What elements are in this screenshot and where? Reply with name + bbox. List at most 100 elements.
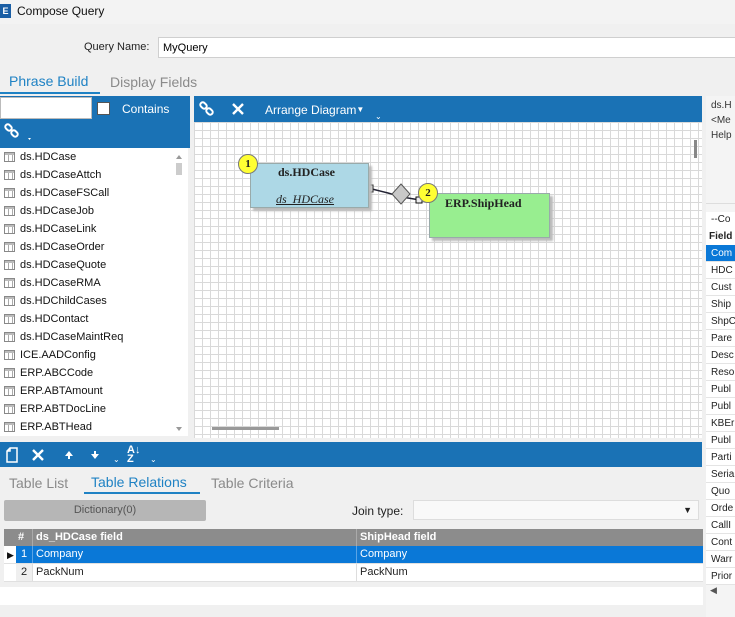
title-bar <box>0 0 735 24</box>
field-row[interactable]: Cust <box>706 279 735 296</box>
canvas-vscroll[interactable] <box>694 140 697 158</box>
table-icon <box>4 278 15 288</box>
right-field-cell[interactable]: Company <box>356 546 703 563</box>
list-item[interactable]: ds.HDCaseOrder <box>0 238 188 256</box>
arrange-diagram-button[interactable]: Arrange Diagram▼ <box>265 103 365 117</box>
field-row[interactable]: CallI <box>706 517 735 534</box>
tables-list[interactable]: ds.HDCase ds.HDCaseAttch ds.HDCaseFSCall… <box>0 148 188 436</box>
field-row[interactable]: Pare <box>706 330 735 347</box>
field-row[interactable]: Publ <box>706 398 735 415</box>
tables-list-scrollbar[interactable] <box>174 152 184 434</box>
link-icon[interactable] <box>199 101 217 117</box>
tab-phrase-build[interactable]: Phrase Build <box>9 73 89 89</box>
arrow-up-icon[interactable] <box>64 450 74 460</box>
tab-display-fields[interactable]: Display Fields <box>110 74 198 90</box>
list-item[interactable]: ds.HDCaseRMA <box>0 274 188 292</box>
table-icon <box>4 206 15 216</box>
field-row[interactable]: Prior <box>706 568 735 585</box>
chevron-down-icon[interactable]: ⌄ <box>375 112 382 121</box>
field-row[interactable]: Parti <box>706 449 735 466</box>
diagram-toolbar <box>194 96 702 122</box>
field-row[interactable]: Desc <box>706 347 735 364</box>
table-icon <box>4 368 15 378</box>
tab-underline <box>84 492 200 494</box>
field-row[interactable]: Cont <box>706 534 735 551</box>
right-field-cell[interactable]: PackNum <box>356 564 703 581</box>
close-icon[interactable] <box>31 448 45 462</box>
field-row[interactable]: Reso <box>706 364 735 381</box>
table-header: # ds_HDCase field ShipHead field <box>4 529 703 546</box>
list-item[interactable]: ICE.AADConfig <box>0 346 188 364</box>
list-item[interactable]: ds.HDCaseLink <box>0 220 188 238</box>
join-connector[interactable] <box>360 180 435 210</box>
close-icon[interactable] <box>231 102 245 116</box>
node-badge: 1 <box>238 154 258 174</box>
diagram-node-hdcase[interactable]: ds.HDCase ds_HDCase <box>250 163 369 208</box>
table-row[interactable]: 2 PackNum PackNum <box>4 564 703 582</box>
dictionary-button[interactable]: Dictionary(0) <box>4 500 206 521</box>
column-header[interactable]: ShipHead field <box>356 529 703 546</box>
scroll-up-icon <box>176 155 182 159</box>
field-row[interactable]: KBEr <box>706 415 735 432</box>
list-item[interactable]: ERP.ABTAmount <box>0 382 188 400</box>
list-item[interactable]: ds.HDCaseAttch <box>0 166 188 184</box>
tab-table-list[interactable]: Table List <box>9 475 69 491</box>
field-row[interactable]: HDC <box>706 262 735 279</box>
list-item[interactable]: ds.HDCaseJob <box>0 202 188 220</box>
table-icon <box>4 152 15 162</box>
table-icon <box>4 260 15 270</box>
list-item[interactable]: ERP.ABCCode <box>0 364 188 382</box>
list-item[interactable]: ds.HDContact <box>0 310 188 328</box>
query-name-input[interactable] <box>158 37 735 58</box>
tab-table-relations[interactable]: Table Relations <box>91 474 187 490</box>
table-row[interactable]: ▶ 1 Company Company <box>4 546 703 564</box>
table-icon <box>4 350 15 360</box>
field-row[interactable]: ShpC <box>706 313 735 330</box>
list-item[interactable]: ds.HDCase <box>0 148 188 166</box>
table-icon <box>4 170 15 180</box>
node-alias: ds_HDCase <box>276 192 335 206</box>
help-line: ds.H <box>711 100 732 111</box>
list-item[interactable]: ds.HDCaseFSCall <box>0 184 188 202</box>
link-dropdown[interactable] <box>4 123 34 146</box>
relations-table: # ds_HDCase field ShipHead field ▶ 1 Com… <box>4 529 703 582</box>
table-icon <box>4 404 15 414</box>
list-item[interactable]: ds.HDChildCases <box>0 292 188 310</box>
field-row[interactable]: Quo <box>706 483 735 500</box>
row-number: 1 <box>20 548 28 560</box>
left-field-cell[interactable]: PackNum <box>32 564 356 581</box>
field-row[interactable]: Publ <box>706 432 735 449</box>
join-type-select[interactable]: ▼ <box>413 500 699 520</box>
column-header[interactable]: ds_HDCase field <box>32 529 356 546</box>
table-search-input[interactable] <box>0 97 92 119</box>
table-icon <box>4 314 15 324</box>
chevron-down-icon: ▼ <box>683 505 692 515</box>
node-badge: 2 <box>418 183 438 203</box>
node-title: ERP.ShipHead <box>445 196 522 210</box>
diagram-node-shiphead[interactable]: ERP.ShipHead <box>429 193 550 238</box>
field-row[interactable]: Orde <box>706 500 735 517</box>
table-icon <box>4 422 15 432</box>
list-item[interactable]: ds.HDCaseQuote <box>0 256 188 274</box>
sort-az-icon[interactable]: A↓Z <box>127 444 141 465</box>
left-field-cell[interactable]: Company <box>32 546 356 563</box>
node-title: ds.HDCase <box>278 165 336 179</box>
field-row[interactable]: Warr <box>706 551 735 568</box>
chevron-down-icon[interactable]: ⌄ <box>113 455 120 464</box>
list-item[interactable]: ERP.ABTDocLine <box>0 400 188 418</box>
field-row[interactable]: Ship <box>706 296 735 313</box>
field-row[interactable]: Seria <box>706 466 735 483</box>
new-icon[interactable] <box>5 447 19 463</box>
tab-table-criteria[interactable]: Table Criteria <box>211 475 294 491</box>
contains-checkbox[interactable] <box>97 102 110 115</box>
field-row[interactable]: Com <box>706 245 735 262</box>
field-row[interactable]: Publ <box>706 381 735 398</box>
list-item[interactable]: ds.HDCaseMaintReq <box>0 328 188 346</box>
join-diamond-icon <box>391 183 411 205</box>
help-line: Help <box>711 130 732 141</box>
canvas-hscroll[interactable] <box>212 427 279 430</box>
arrow-down-icon[interactable] <box>90 450 100 460</box>
list-item[interactable]: ERP.ABTHead <box>0 418 188 436</box>
chevron-down-icon[interactable]: ⌄ <box>150 455 157 464</box>
scroll-left-icon[interactable]: ◀ <box>710 585 717 595</box>
